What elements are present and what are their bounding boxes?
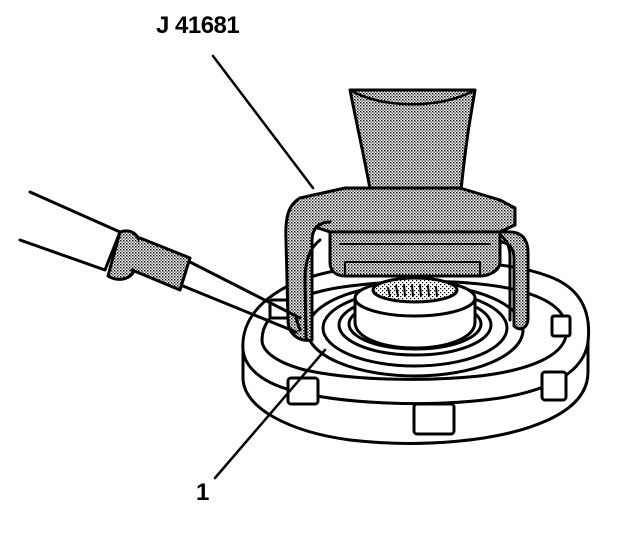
part-callout-label: 1 xyxy=(196,479,210,506)
housing-ring xyxy=(241,260,591,445)
screwdriver xyxy=(18,190,302,334)
center-hub xyxy=(353,276,477,350)
tool-compressor-bridge xyxy=(284,186,530,342)
part-leader-line xyxy=(213,348,327,480)
tool-callout-label: J 41681 xyxy=(156,12,240,39)
tool-leader-line xyxy=(211,54,315,190)
